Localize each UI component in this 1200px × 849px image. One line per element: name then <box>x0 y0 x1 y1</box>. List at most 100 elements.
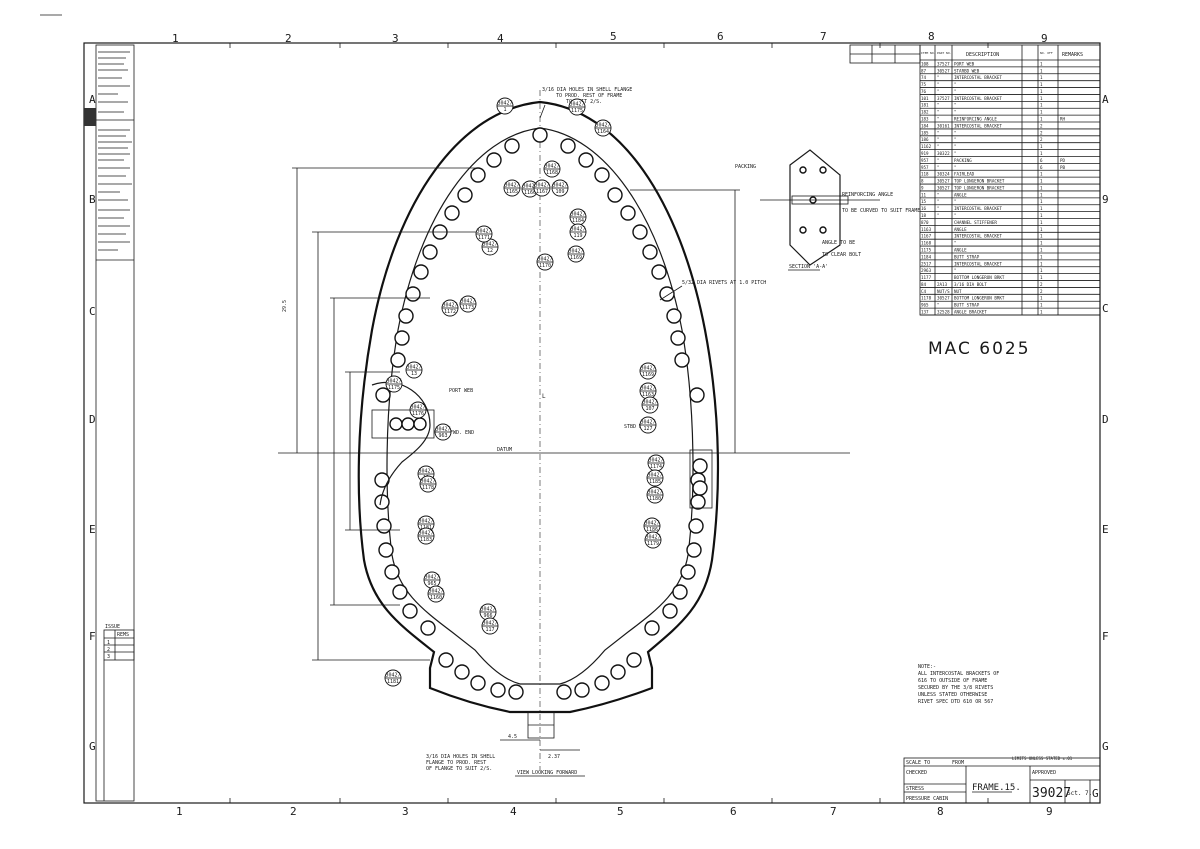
col-label: 4 <box>497 32 504 45</box>
parts-cell: 1162 <box>921 144 932 149</box>
lightening-hole <box>607 187 623 203</box>
parts-cell: " <box>954 268 957 273</box>
parts-cell: " <box>954 137 957 142</box>
lightening-hole <box>651 264 667 280</box>
bubble-top: 30427 <box>544 164 559 170</box>
bubble-bottom: 1178 <box>422 485 434 491</box>
packing-label: PACKING <box>735 164 756 170</box>
parts-cell: 9 <box>921 185 924 190</box>
top-holes-callout-3: TO SUIT 2/S. <box>566 99 602 105</box>
parts-cell: 1 <box>1040 185 1043 190</box>
issue-row: 1 <box>107 640 110 646</box>
lightening-hole <box>390 352 406 368</box>
parts-cell: C4 <box>921 289 927 294</box>
bubble-bottom: 127 <box>643 426 652 432</box>
parts-cell: " <box>954 199 957 204</box>
datum-label: DATUM <box>497 447 512 453</box>
parts-cell: TOP LONGERON BRACKET <box>954 185 1005 190</box>
parts-cell: REINFORCING ANGLE <box>954 117 997 122</box>
modification-column: ISSUE REMS 1 2 3 <box>84 44 135 802</box>
note-line: 616 TO OUTSIDE OF FRAME <box>918 678 987 684</box>
parts-cell: " <box>954 241 957 246</box>
parts-cell: " <box>954 151 957 156</box>
parts-cell: 2 <box>1040 137 1043 142</box>
parts-cell: " <box>937 82 940 87</box>
parts-cell: PD <box>1060 158 1066 163</box>
bubble-top: 30427 <box>640 366 655 372</box>
reinforcing-angle-label: REINFORCING ANGLE <box>842 192 893 198</box>
lightening-hole <box>594 167 610 183</box>
parts-cell: 186 <box>921 137 929 142</box>
parts-cell: NUT <box>954 289 962 294</box>
note-title: NOTE:- <box>918 664 936 670</box>
parts-cell: " <box>937 130 940 135</box>
col-label: 6 <box>717 30 724 43</box>
bubble-bottom: 1175 <box>571 108 583 114</box>
bubble-top: 30427 <box>476 229 491 235</box>
stbd-strap <box>689 449 713 509</box>
parts-cell: 137 <box>921 310 929 315</box>
row-label: D <box>1102 413 1109 426</box>
parts-cell: FAIRLEAD <box>954 172 975 177</box>
bubble-top: 30427 <box>642 400 657 406</box>
lightening-hole <box>504 138 520 154</box>
parts-cell: " <box>937 137 940 142</box>
stbd-web-label: STBD WEB <box>624 424 648 430</box>
bubble-bottom: 1171 <box>478 235 490 241</box>
lightening-hole <box>420 620 436 636</box>
col-label: 9 <box>1041 32 1048 45</box>
bottom-holes-callout-2: FLANGE TO PROD. REST <box>426 760 486 766</box>
lightening-hole <box>508 684 524 700</box>
parts-cell: 118 <box>921 172 929 177</box>
lightening-hole <box>454 664 470 680</box>
parts-cell: 919 <box>921 151 929 156</box>
parts-header: PART NO. <box>937 51 952 55</box>
col-label: 5 <box>610 30 617 43</box>
parts-cell: 1 <box>1040 82 1043 87</box>
note-line: RIVET SPEC DTD 610 OR 567 <box>918 699 993 705</box>
parts-cell: 1167 <box>921 234 932 239</box>
parts-cell: 1 <box>1040 303 1043 308</box>
bubble-top: 30427 <box>386 379 401 385</box>
parts-cell: 32528 <box>937 310 950 315</box>
section-aa-detail: REINFORCING ANGLE TO BE CURVED TO SUIT F… <box>735 149 920 271</box>
row-label: A <box>1102 93 1109 106</box>
parts-cell: 1 <box>1040 103 1043 108</box>
parts-cell: 957 <box>921 165 929 170</box>
bubble-bottom: 1184 <box>572 218 584 224</box>
lightening-hole <box>644 620 660 636</box>
bubble-bottom: 117 <box>485 627 494 633</box>
parts-cell: 2 <box>1040 282 1043 287</box>
bubble-bottom: 1169 <box>570 255 582 261</box>
col-label: 3 <box>392 32 399 45</box>
parts-cell: BUTT STRAP <box>954 254 980 259</box>
bubble-top: 30427 <box>648 458 663 464</box>
bubble-top: 30427 <box>569 102 584 108</box>
bubble-top: 30427 <box>504 183 519 189</box>
approved-label: APPROVED <box>1032 770 1056 776</box>
parts-cell: " <box>937 213 940 218</box>
lightening-hole <box>574 682 590 698</box>
parts-cell: 1 <box>1040 68 1043 73</box>
parts-cell: 1 <box>1040 206 1043 211</box>
lightening-hole <box>666 308 682 324</box>
bubble-top: 30427 <box>482 242 497 248</box>
bubble-bottom: 107 <box>645 406 654 412</box>
parts-cell: 1178 <box>921 296 932 301</box>
bubble-bottom: 1169 <box>642 372 654 378</box>
lightening-hole <box>405 286 421 302</box>
lightening-hole <box>560 138 576 154</box>
parts-cell: " <box>937 117 940 122</box>
parts-header: NO. OFF <box>1040 51 1053 55</box>
parts-cell: 3/16 DIA BOLT <box>954 282 987 287</box>
row-label: B <box>89 193 96 206</box>
parts-cell: 1 <box>1040 213 1043 218</box>
bubble-bottom: 965 <box>427 581 436 587</box>
